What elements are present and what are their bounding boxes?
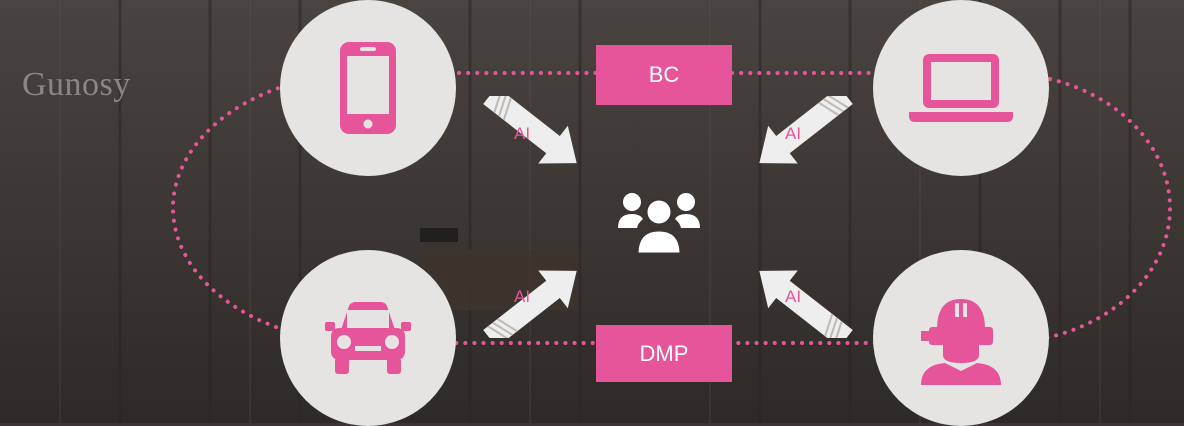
car-circle <box>280 250 456 426</box>
arrow-bottom-left <box>483 270 577 338</box>
laptop-circle <box>873 0 1049 176</box>
car-icon <box>325 302 411 374</box>
laptop-icon <box>909 54 1013 122</box>
dmp-label: DMP <box>596 325 732 382</box>
arrow-top-left <box>483 96 577 164</box>
bc-label: BC <box>596 45 732 105</box>
arrow-bottom-right <box>759 270 853 338</box>
smartphone-icon <box>340 42 396 134</box>
ai-label-bottom-left: AI <box>514 287 531 306</box>
ai-label-top-left: AI <box>514 124 531 143</box>
users-group-icon <box>618 193 700 254</box>
gunosy-logo: Gunosy <box>22 66 131 103</box>
vr-circle <box>873 250 1049 426</box>
ai-label-bottom-right: AI <box>785 287 802 306</box>
arrow-top-right <box>759 96 853 164</box>
ai-label-top-right: AI <box>785 124 802 143</box>
vr-headset-user-icon <box>921 299 1001 385</box>
smartphone-circle <box>280 0 456 176</box>
